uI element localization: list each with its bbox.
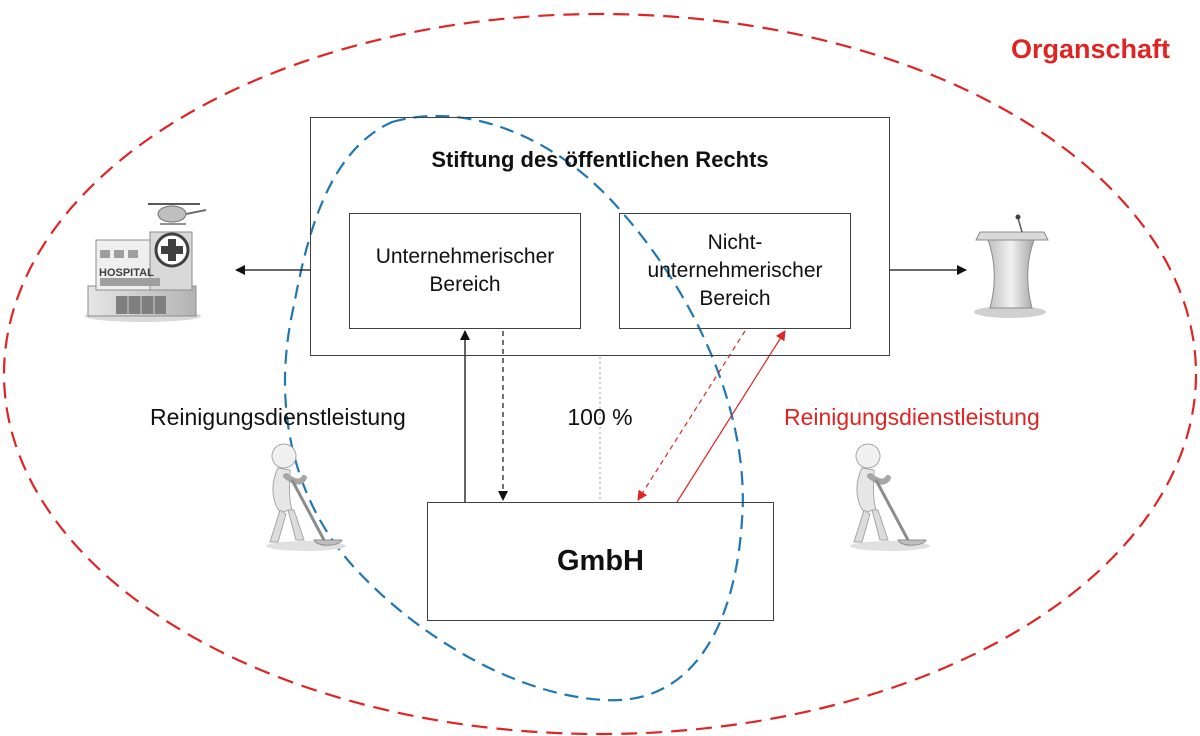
blue-boundary-loop [283, 114, 744, 702]
organschaft-label: Organschaft [1010, 34, 1170, 64]
unternehmerisch-line: Unternehmerischer [375, 245, 555, 268]
unternehmerisch-line: Bereich [429, 273, 501, 296]
gmbh-box: GmbH [427, 502, 774, 621]
left-service-label: Reinigungsdienstleistung [150, 404, 406, 430]
stiftung-title: Stiftung des öffentlichen Rechts [431, 147, 769, 172]
nicht-unternehmerisch-line: unternehmerischer [647, 259, 823, 282]
ownership-percent-label: 100 % [567, 404, 633, 430]
stiftung-box [310, 117, 890, 356]
red-arrow-to-gmbh [637, 330, 746, 501]
hospital-sign: HOSPITAL [99, 267, 154, 279]
gmbh-label: GmbH [557, 545, 644, 577]
unternehmerischer-bereich-box: Unternehmerischer Bereich [349, 213, 581, 329]
right-service-label: Reinigungsdienstleistung [784, 404, 1040, 430]
nicht-unternehmerischer-bereich-box: Nicht- unternehmerischer Bereich [619, 213, 851, 329]
cleaning-person-icon [850, 443, 930, 551]
nicht-unternehmerisch-line: Bereich [699, 287, 771, 310]
organschaft-ellipse [2, 12, 1198, 736]
nicht-unternehmerisch-line: Nicht- [707, 231, 763, 254]
lectern-icon [974, 214, 1049, 318]
cleaning-person-icon [266, 443, 346, 551]
red-arrow-to-nicht [676, 330, 786, 503]
hospital-icon: HOSPITAL [85, 203, 207, 322]
